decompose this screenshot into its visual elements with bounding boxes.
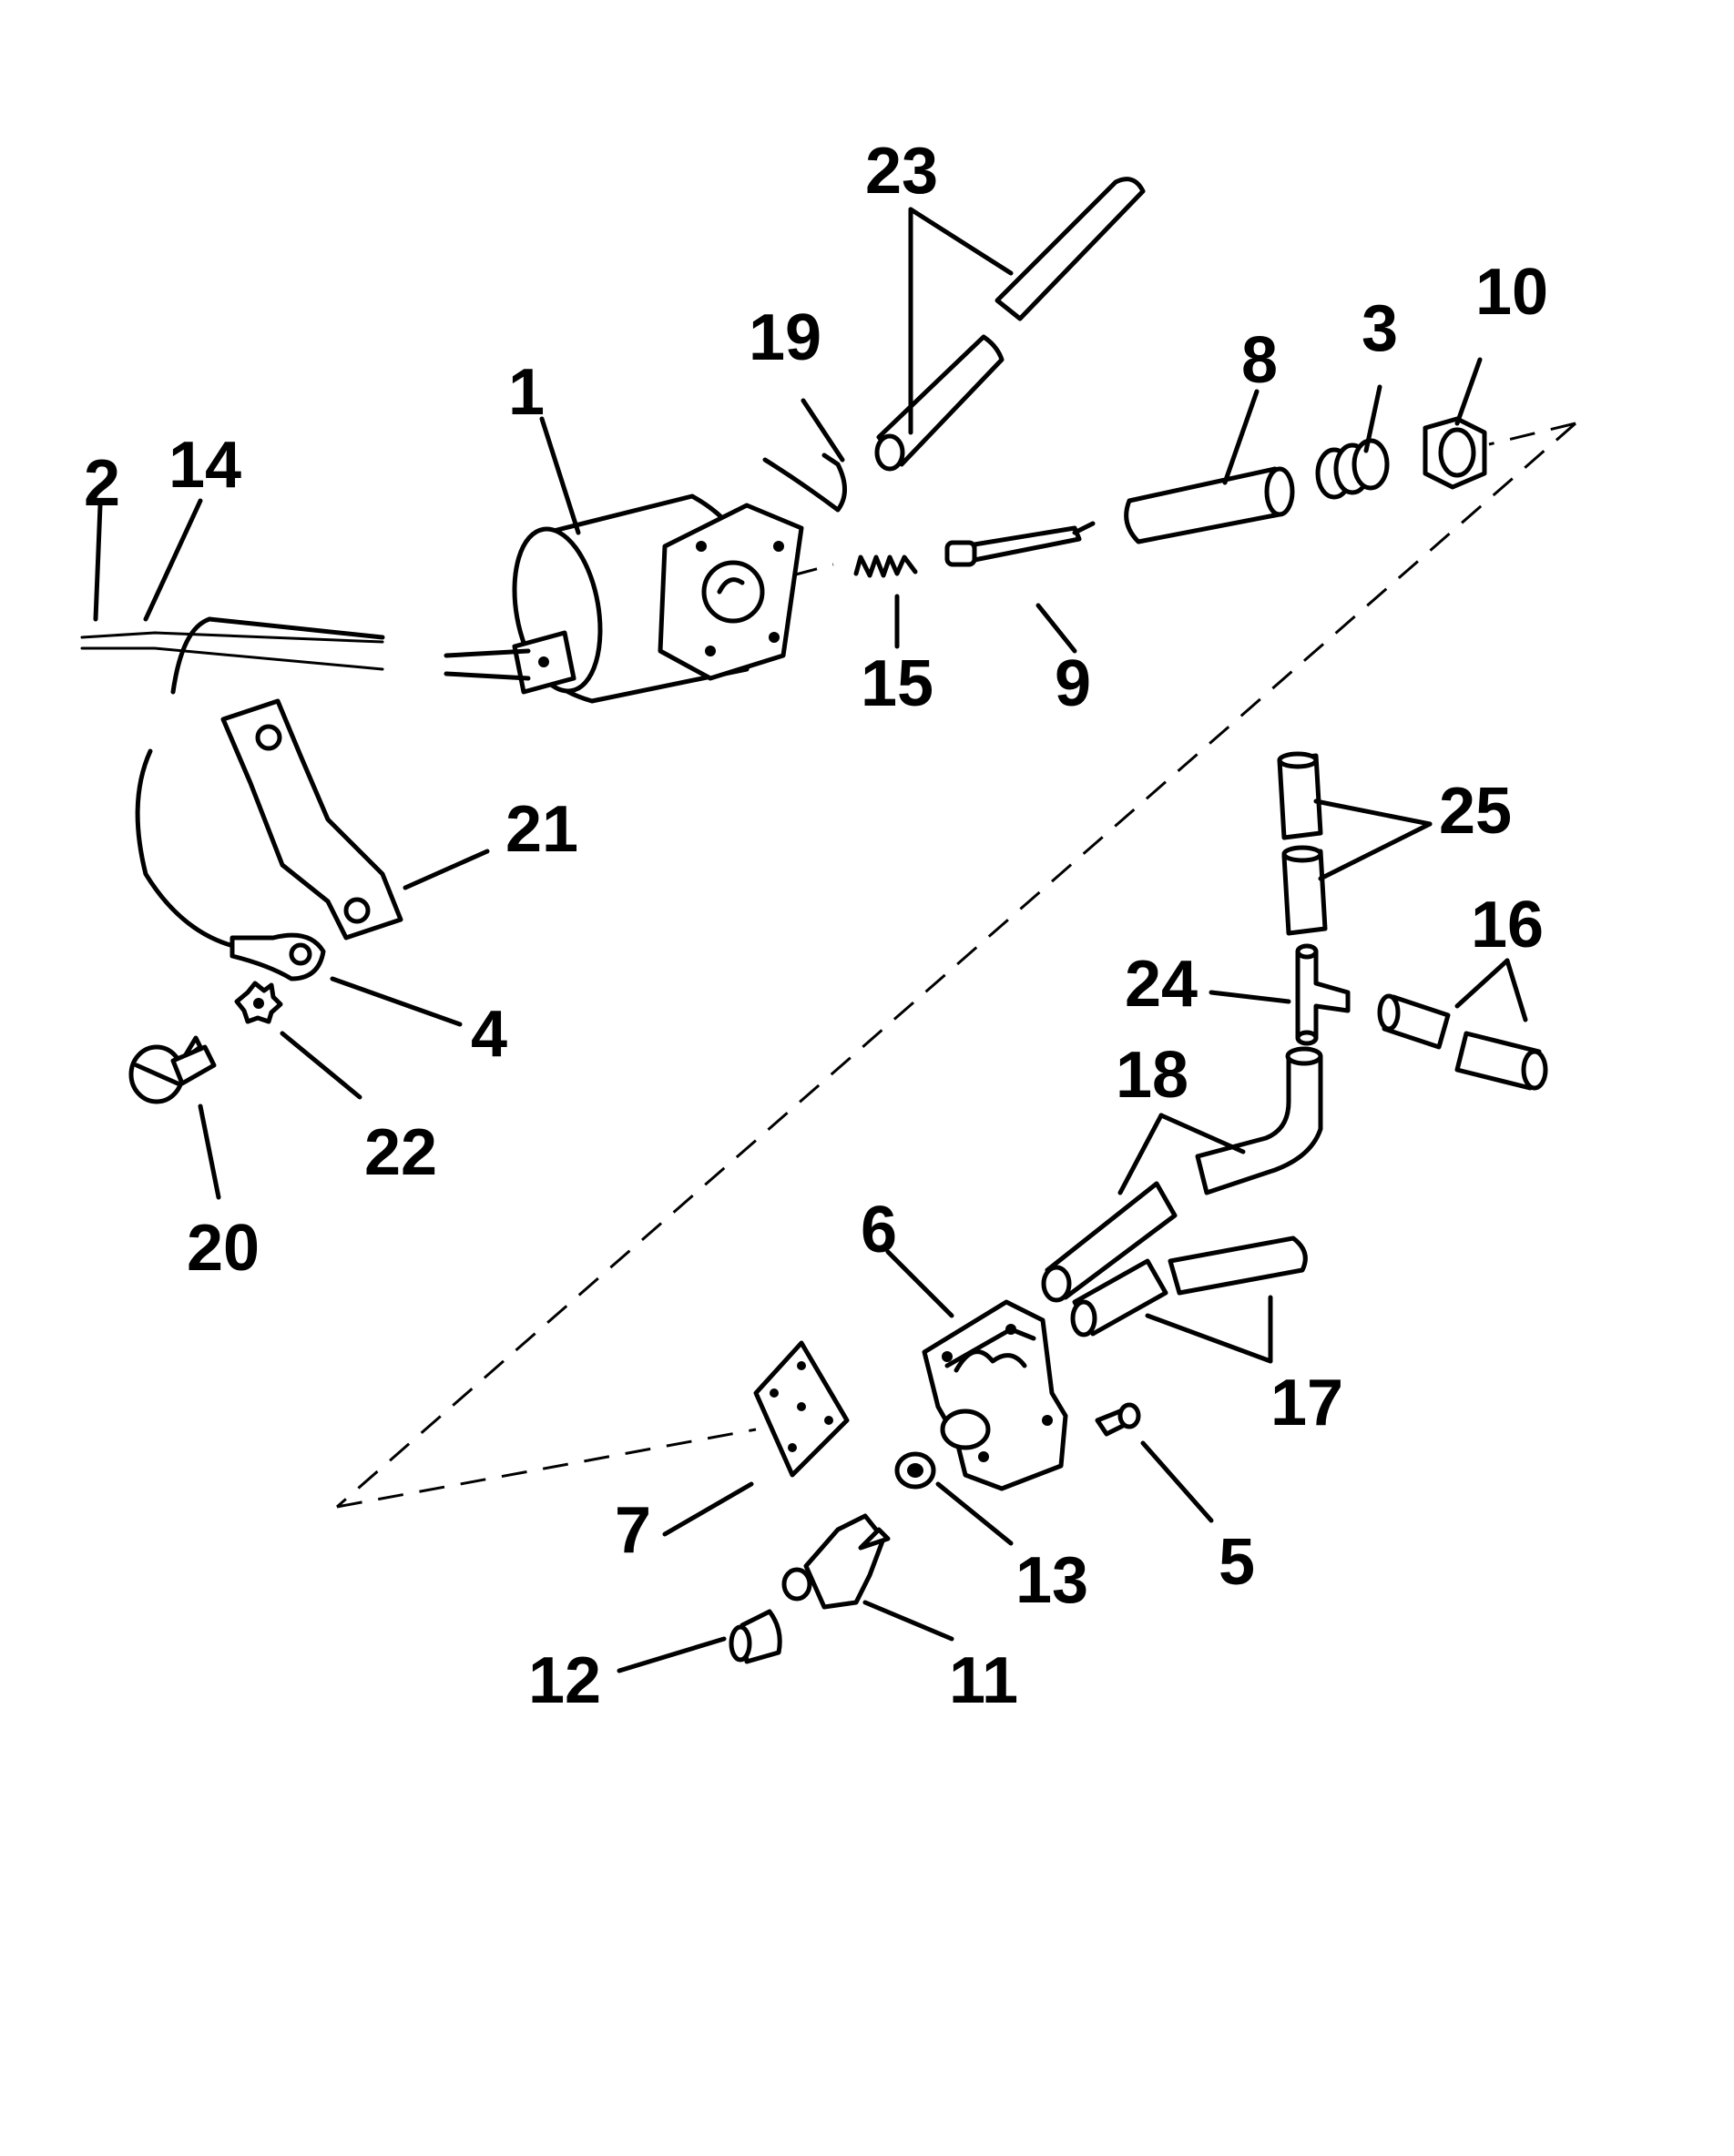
label-10: 10 <box>1475 256 1548 329</box>
label-17: 17 <box>1270 1367 1343 1439</box>
callout-labels: 1 2 14 23 19 8 3 10 15 9 21 4 22 20 25 1… <box>84 135 1548 1717</box>
part-22-washer <box>234 981 283 1024</box>
label-22: 22 <box>364 1116 437 1189</box>
label-12: 12 <box>528 1644 601 1717</box>
leader-lines <box>93 207 1528 1673</box>
label-11: 11 <box>949 1644 1018 1717</box>
part-20-screw <box>128 1035 217 1104</box>
part-9-pin <box>944 521 1096 567</box>
part-4-ground-wire <box>135 748 326 981</box>
alignment-dashed-lines <box>336 422 1576 1509</box>
label-14: 14 <box>168 429 241 502</box>
label-18: 18 <box>1116 1039 1188 1112</box>
label-3: 3 <box>1362 292 1398 365</box>
label-9: 9 <box>1055 647 1091 720</box>
part-12-cap <box>729 1609 782 1664</box>
part-17-hoses <box>1070 1236 1308 1337</box>
part-21-clamp <box>220 698 403 941</box>
part-15-spring <box>853 554 918 578</box>
label-8: 8 <box>1241 324 1278 397</box>
label-13: 13 <box>1015 1544 1088 1617</box>
part-10-nut <box>1423 416 1487 490</box>
part-25-tubes <box>1277 751 1328 936</box>
label-2: 2 <box>84 447 120 520</box>
part-13-o-ring <box>894 1451 936 1490</box>
label-1: 1 <box>508 356 545 429</box>
label-16: 16 <box>1471 889 1544 961</box>
label-4: 4 <box>471 998 507 1071</box>
part-23-hoses <box>874 177 1146 472</box>
label-6: 6 <box>861 1194 897 1266</box>
part-19-clip <box>762 453 847 513</box>
part-8-cylinder <box>1124 466 1295 544</box>
part-11-fitting <box>781 1513 891 1610</box>
part-5-screw <box>1095 1402 1141 1437</box>
part-16-hoses <box>1377 993 1548 1091</box>
part-3-spring <box>1315 438 1390 500</box>
label-5: 5 <box>1219 1526 1255 1599</box>
part-18-hoses <box>1041 1046 1323 1303</box>
label-24: 24 <box>1125 948 1198 1021</box>
label-23: 23 <box>865 135 938 208</box>
label-19: 19 <box>749 301 821 374</box>
label-25: 25 <box>1439 775 1512 848</box>
label-7: 7 <box>615 1494 651 1567</box>
part-7-gasket <box>753 1340 850 1478</box>
label-20: 20 <box>187 1212 260 1285</box>
part-2-14-lead-wires <box>80 616 385 695</box>
part-24-tee <box>1295 943 1351 1046</box>
part-1-solenoid <box>444 493 804 704</box>
part-6-pump-body <box>922 1299 1068 1491</box>
label-15: 15 <box>861 647 933 720</box>
label-21: 21 <box>505 793 578 866</box>
